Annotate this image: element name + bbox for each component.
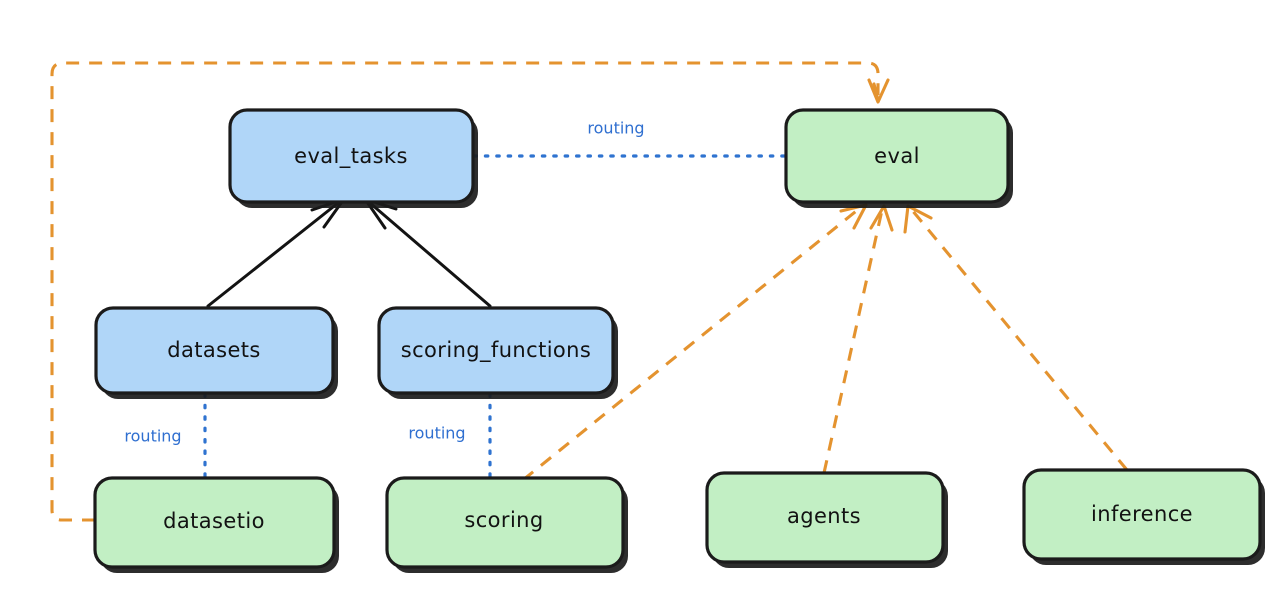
node-scoring_functions-box: [377, 306, 615, 395]
node-datasets-label: datasets: [167, 338, 261, 362]
node-scoring_functions-label: scoring_functions: [401, 338, 591, 363]
node-scoring-label: scoring: [464, 508, 543, 532]
node-eval-box: [784, 108, 1010, 204]
edge-label-layer: routing routing routing: [124, 119, 644, 446]
node-agents-box: [705, 471, 945, 564]
edge-label-routing-eval: routing: [587, 119, 644, 138]
node-inference-label: inference: [1091, 502, 1193, 526]
edge-scoringfn-eval_tasks-path: [368, 201, 492, 308]
edge-agents-eval-path: [822, 209, 884, 474]
node-scoring[interactable]: scoring: [385, 476, 628, 573]
node-eval-label: eval: [874, 144, 920, 168]
node-agents[interactable]: agents: [705, 471, 948, 568]
node-eval_tasks-label: eval_tasks: [294, 144, 408, 169]
node-inference[interactable]: inference: [1022, 468, 1265, 565]
edge-datasetio-eval-arrowhead-inner: [872, 82, 880, 102]
node-scoring_functions[interactable]: scoring_functions: [377, 306, 618, 399]
node-layer: eval_tasks eval datasets scoring_functio…: [93, 108, 1265, 573]
edge-datasetio-eval-arrowhead: [867, 78, 890, 104]
node-eval_tasks-box: [228, 108, 475, 204]
node-eval[interactable]: eval: [784, 108, 1013, 208]
edge-label-routing-datasetio: routing: [124, 427, 181, 446]
edge-agents-eval[interactable]: [822, 204, 894, 474]
edge-datasetio-eval-path: [50, 61, 880, 522]
edge-datasetio-eval[interactable]: [50, 61, 890, 522]
node-scoring-box: [385, 476, 625, 569]
node-datasetio-box: [93, 476, 336, 569]
node-inference-box: [1022, 468, 1262, 561]
node-datasets[interactable]: datasets: [94, 306, 338, 399]
node-datasetio-label: datasetio: [163, 509, 265, 533]
edge-datasets-eval_tasks[interactable]: [206, 197, 346, 308]
edge-inference-eval-path: [910, 209, 1129, 471]
edge-scoringfn-eval_tasks[interactable]: [363, 197, 492, 308]
edge-scoring-eval-path: [522, 206, 861, 482]
edge-datasets-eval_tasks-path: [206, 201, 340, 308]
edge-label-routing-scoring: routing: [408, 424, 465, 443]
node-agents-label: agents: [787, 504, 861, 528]
edge-scoring-eval-arrowhead: [839, 203, 868, 230]
edge-inference-eval[interactable]: [903, 204, 1129, 471]
node-eval_tasks[interactable]: eval_tasks: [228, 108, 478, 208]
node-datasets-box: [94, 306, 335, 395]
node-datasetio[interactable]: datasetio: [93, 476, 339, 573]
